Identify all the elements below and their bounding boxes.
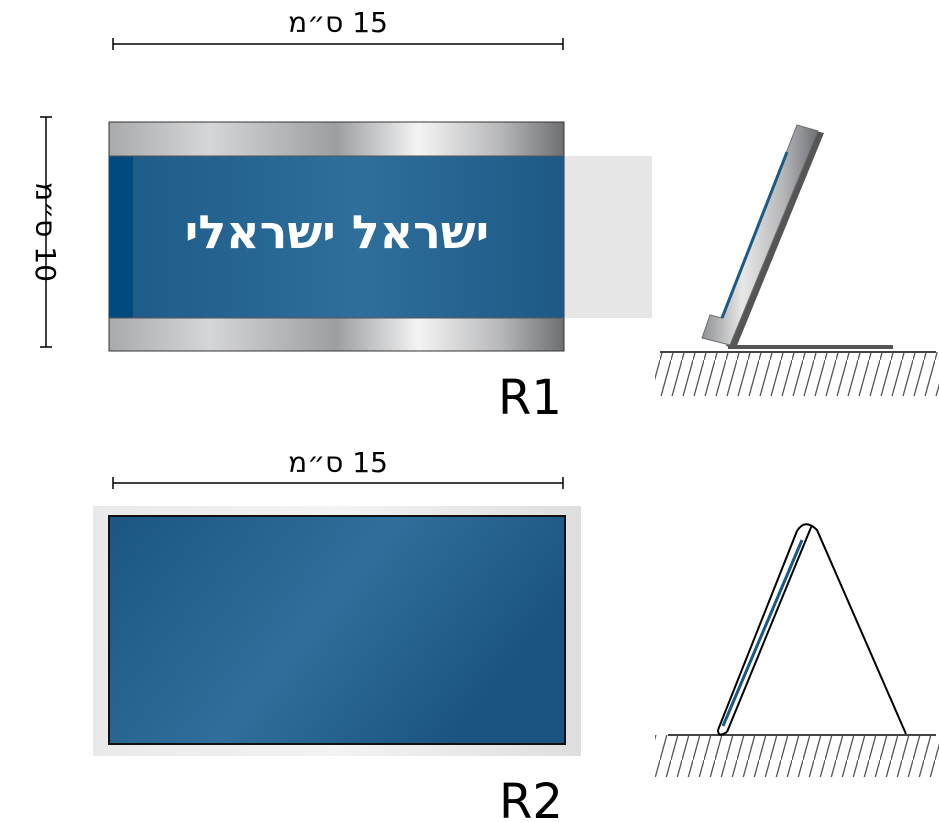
r1-height-label: 10 ס״מ: [29, 182, 62, 282]
r2-blue-panel: [108, 515, 566, 745]
r2-stand-outline: [717, 523, 907, 735]
r1-side-view: [655, 124, 939, 396]
r2-ground-hatch: [655, 735, 939, 777]
r1-left-edge: [109, 156, 133, 318]
r1-stand-tube: [701, 124, 819, 346]
r1-front-view: ישראל ישראלי: [108, 121, 652, 352]
r2-stand-card: [721, 539, 804, 727]
r1-insert-card: [560, 156, 652, 318]
r2-front-view: [93, 506, 581, 756]
r1-width-label: 15 ס״מ: [288, 6, 388, 39]
r2-width-label: 15 ס״מ: [288, 446, 388, 479]
r1-stand-card: [720, 151, 789, 319]
r2-stand-inner: [726, 524, 813, 733]
r2-model-label: R2: [499, 774, 563, 822]
r1-model-label: R1: [498, 370, 562, 426]
r1-name-text: ישראל ישראלי: [185, 205, 489, 259]
r1-ground-hatch: [655, 352, 939, 396]
r2-side-view: [655, 523, 939, 777]
r1-blue-panel: [109, 156, 564, 318]
r2-width-dimension: 15 ס״מ: [112, 446, 564, 489]
r1-height-dimension: 10 ס״מ: [29, 116, 62, 348]
r1-width-dimension: 15 ס״מ: [112, 6, 564, 50]
r2-stand-foot: [717, 729, 728, 736]
